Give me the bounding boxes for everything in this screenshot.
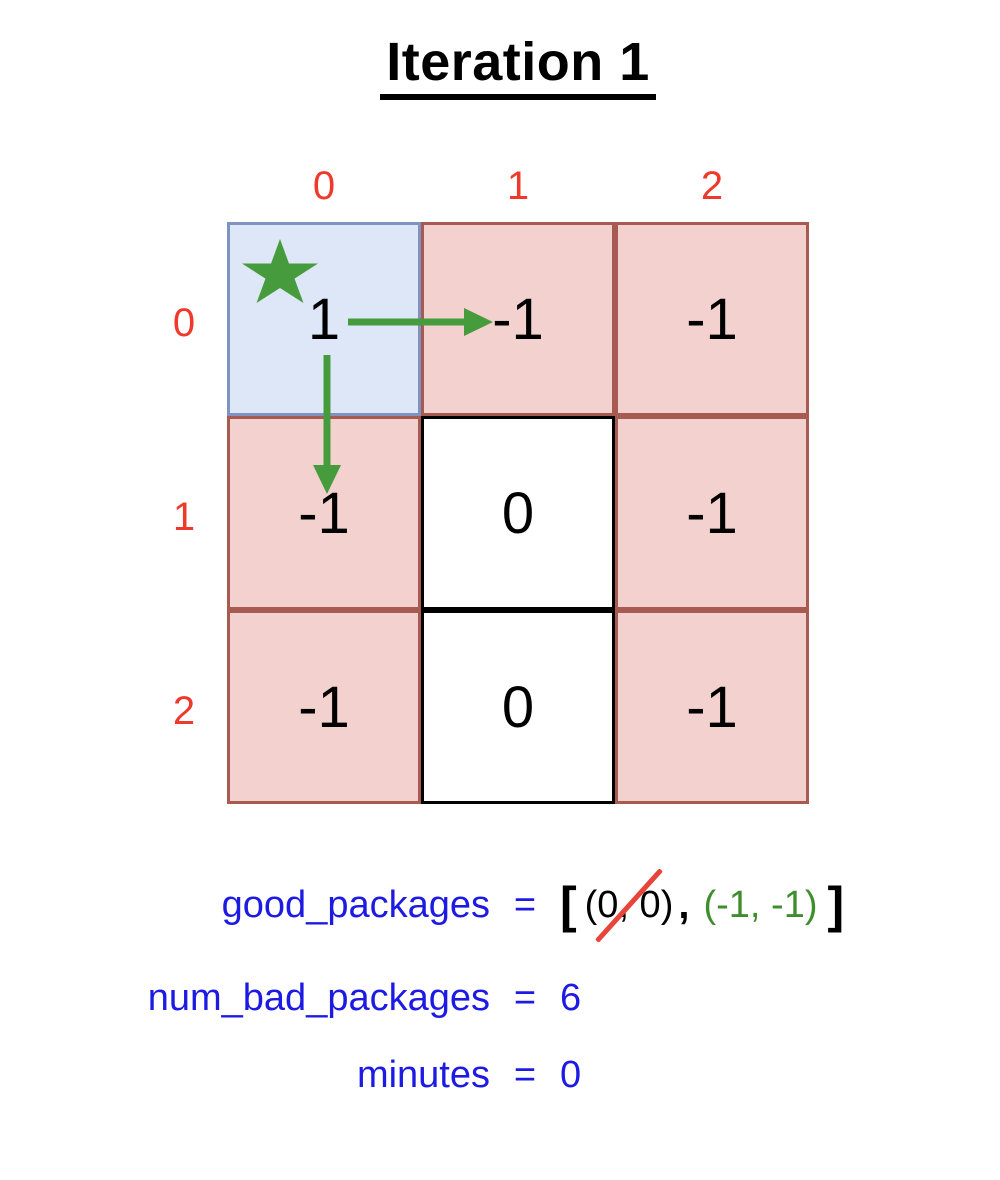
cell-value: -1 xyxy=(298,674,350,740)
row-label-1: 1 xyxy=(172,495,196,539)
grid-cell-r0c2: -1 xyxy=(615,222,809,416)
column-label-2: 2 xyxy=(700,164,724,208)
row-label-0: 0 xyxy=(172,301,196,345)
column-label-0: 0 xyxy=(312,164,336,208)
equals-sign: = xyxy=(513,1053,537,1096)
title-wrap: Iteration 1 xyxy=(0,34,1000,100)
star-icon xyxy=(242,239,318,303)
grid-cell-r1c0: -1 xyxy=(227,416,421,610)
good-package-entry-sentinel: (-1, -1) xyxy=(703,883,818,926)
list-comma: , xyxy=(678,882,690,927)
cell-value: -1 xyxy=(492,286,544,352)
equals-sign: = xyxy=(513,976,537,1019)
grid-cell-r1c2: -1 xyxy=(615,416,809,610)
equals-sign: = xyxy=(513,883,537,926)
minutes-value: 0 xyxy=(560,1053,582,1096)
cell-value: -1 xyxy=(686,674,738,740)
good-packages-label: good_packages xyxy=(221,883,490,926)
close-bracket: ] xyxy=(827,877,845,933)
good-packages-value: [ (0, 0) , (-1, -1) ] xyxy=(560,868,845,943)
grid-column-labels: 0 1 2 xyxy=(227,162,809,210)
cell-value: 0 xyxy=(501,674,535,740)
row-label-2: 2 xyxy=(172,689,196,733)
page-title: Iteration 1 xyxy=(380,34,656,100)
grid-cell-r2c0: -1 xyxy=(227,610,421,804)
num-bad-packages-line: num_bad_packages = 6 xyxy=(0,973,1000,1023)
cell-value: -1 xyxy=(298,480,350,546)
minutes-label: minutes xyxy=(356,1053,490,1096)
cell-value: -1 xyxy=(686,286,738,352)
minutes-line: minutes = 0 xyxy=(0,1050,1000,1100)
grid-cell-r1c1: 0 xyxy=(421,416,615,610)
num-bad-packages-value: 6 xyxy=(560,976,582,1019)
num-bad-packages-label: num_bad_packages xyxy=(147,976,490,1019)
grid-cell-r2c1: 0 xyxy=(421,610,615,804)
grid-cell-r2c2: -1 xyxy=(615,610,809,804)
good-package-entry-crossed: (0, 0) xyxy=(585,868,673,943)
good-packages-line: good_packages = [ (0, 0) , (-1, -1) ] xyxy=(0,868,1000,943)
grid-cell-r0c1: -1 xyxy=(421,222,615,416)
cell-value: -1 xyxy=(686,480,738,546)
cell-value: 0 xyxy=(501,480,535,546)
cell-value: 1 xyxy=(307,286,341,352)
packages-grid: 1 -1 -1 -1 0 -1 -1 0 -1 xyxy=(227,222,809,804)
column-label-1: 1 xyxy=(506,164,530,208)
grid-cell-r0c0: 1 xyxy=(227,222,421,416)
open-bracket: [ xyxy=(560,877,577,933)
